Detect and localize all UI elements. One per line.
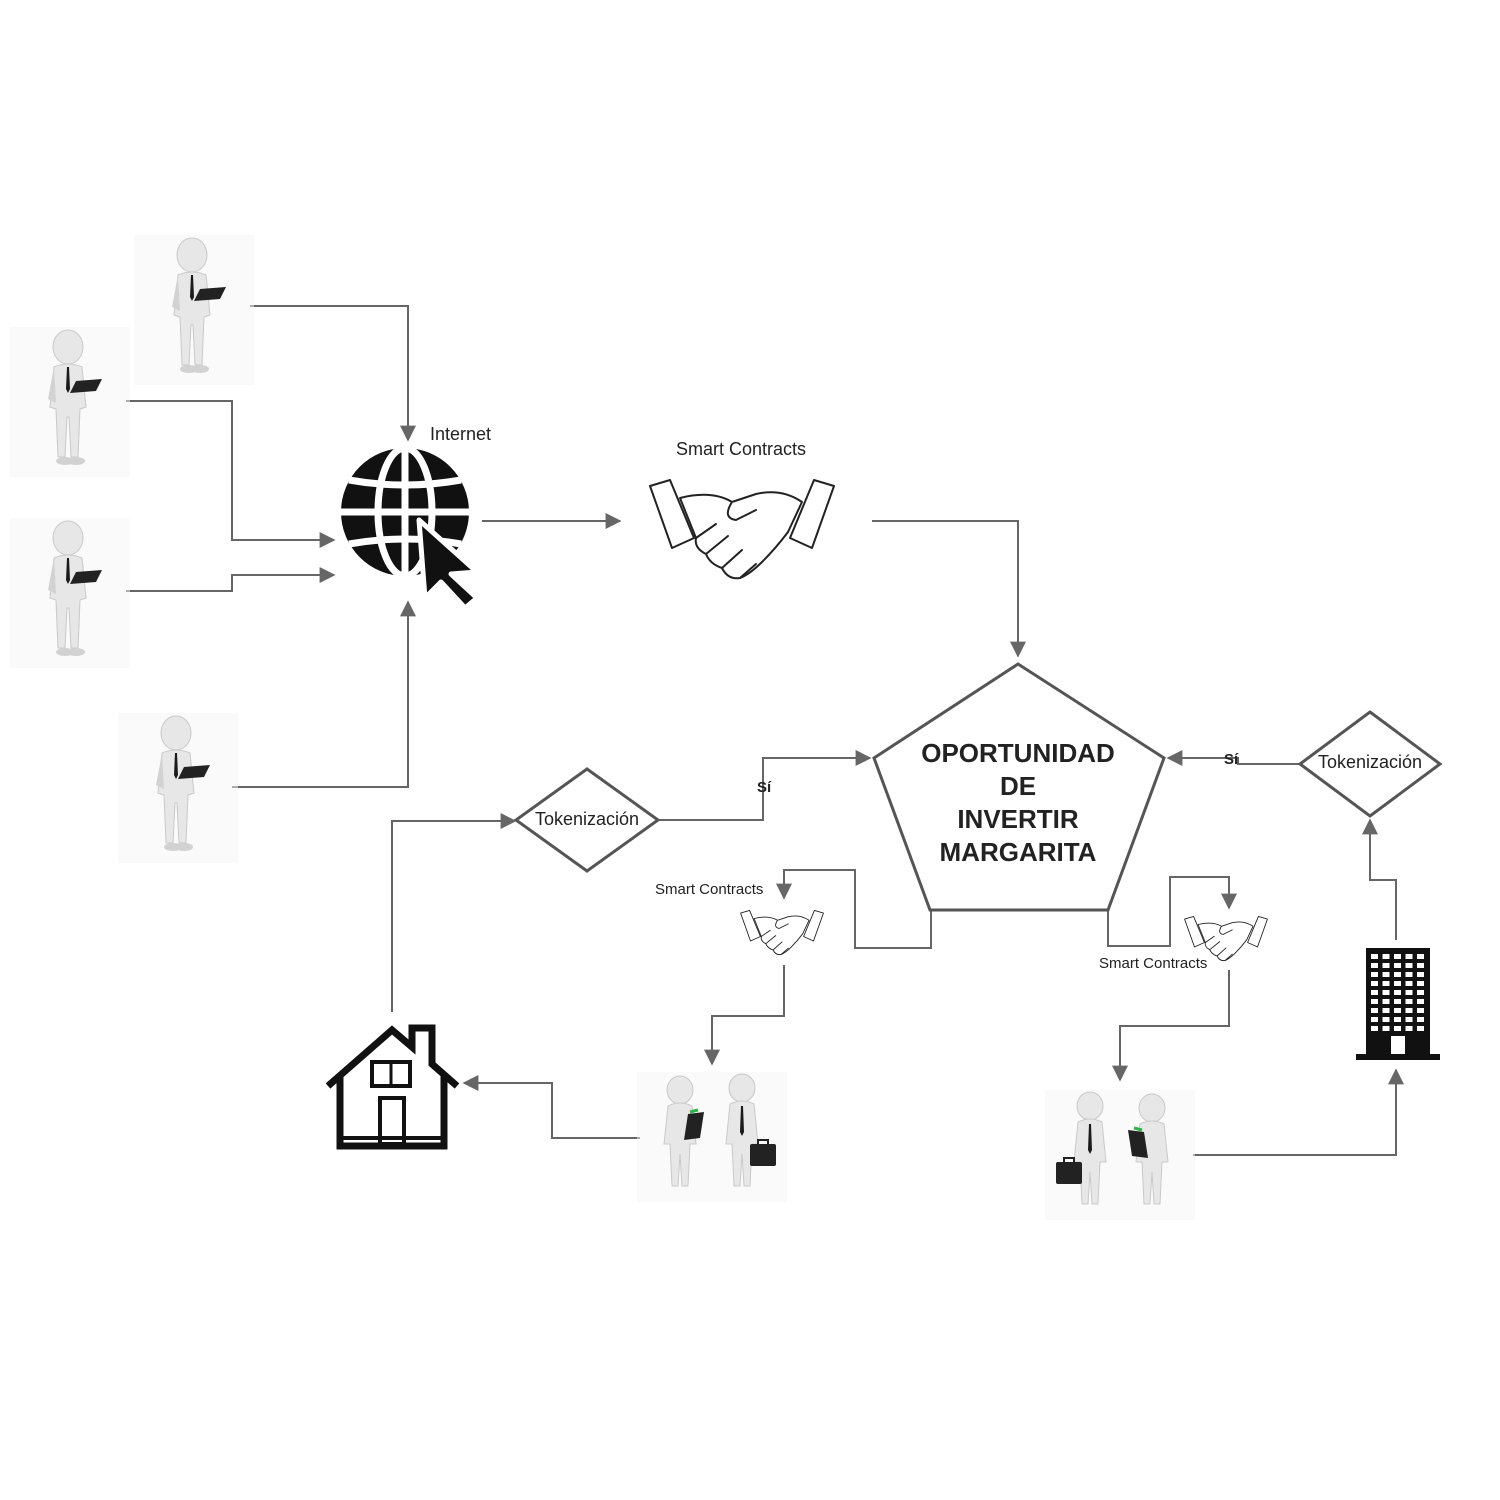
internet-label: Internet [430,424,491,444]
building-window [1394,954,1401,959]
house-icon [325,1024,460,1150]
building-window [1394,1026,1401,1031]
building-window [1405,1008,1413,1013]
center-title-line-1: OPORTUNIDAD [921,738,1115,768]
building-window [1405,1026,1413,1031]
tokenization-left-label: Tokenización [535,809,639,829]
meeting-left-icon [635,1070,789,1204]
building-window [1417,990,1424,995]
smart-contracts-main-label: Smart Contracts [676,439,806,459]
handshake-left-icon [740,909,824,956]
yes-right-label: Sí [1224,751,1239,768]
building-window [1417,963,1424,968]
smart-contracts-left-label: Smart Contracts [655,881,763,898]
building-window [1394,1008,1401,1013]
investor-4-icon [117,712,239,864]
building-window [1417,1026,1424,1031]
building-window [1371,972,1378,977]
building-window [1417,972,1424,977]
building-window [1371,963,1378,968]
building-window [1394,1017,1401,1022]
building-window [1405,963,1413,968]
building-window [1382,1017,1390,1022]
office-building-icon [1356,948,1440,1060]
investor-1-icon [133,234,255,386]
investor-3-icon [9,517,131,669]
investor-2-icon [9,326,131,478]
building-window [1382,972,1390,977]
meeting-right-icon [1043,1088,1197,1222]
tokenization-left-diamond: Tokenización [513,767,661,873]
building-window [1417,1008,1424,1013]
building-window [1417,999,1424,1004]
building-window [1405,990,1413,995]
building-window [1405,954,1413,959]
building-window [1371,1017,1378,1022]
building-window [1405,972,1413,977]
building-window [1382,981,1390,986]
building-window [1417,981,1424,986]
building-window [1417,954,1424,959]
building-window [1405,981,1413,986]
building-window [1394,990,1401,995]
handshake-right-icon [1184,915,1268,962]
yes-left-label: Sí [757,779,772,796]
building-window [1382,1026,1390,1031]
building-window [1371,1026,1378,1031]
building-window [1394,999,1401,1004]
building-window [1382,990,1390,995]
building-window [1382,999,1390,1004]
building-window [1371,981,1378,986]
building-window [1405,1017,1413,1022]
investment-opportunity-pentagon: OPORTUNIDAD DE INVERTIR MARGARITA [872,662,1166,912]
building-window [1371,990,1378,995]
building-window [1394,963,1401,968]
connectors [126,305,1404,1156]
globe-cursor-icon [341,444,480,611]
building-window [1371,999,1378,1004]
building-window [1382,963,1390,968]
building-window [1382,954,1390,959]
building-window [1382,1008,1390,1013]
building-window [1371,954,1378,959]
center-title-line-4: MARGARITA [940,837,1097,867]
building-window [1394,981,1401,986]
building-window [1371,1008,1378,1013]
handshake-main-icon [649,479,835,580]
tokenization-right-label: Tokenización [1318,752,1422,772]
building-window [1405,999,1413,1004]
building-window [1394,972,1401,977]
building-window [1417,1017,1424,1022]
center-title-line-2: DE [1000,771,1036,801]
smart-contracts-right-label: Smart Contracts [1099,955,1207,972]
tokenization-right-diamond: Tokenización [1297,710,1443,818]
center-title-line-3: INVERTIR [957,804,1079,834]
